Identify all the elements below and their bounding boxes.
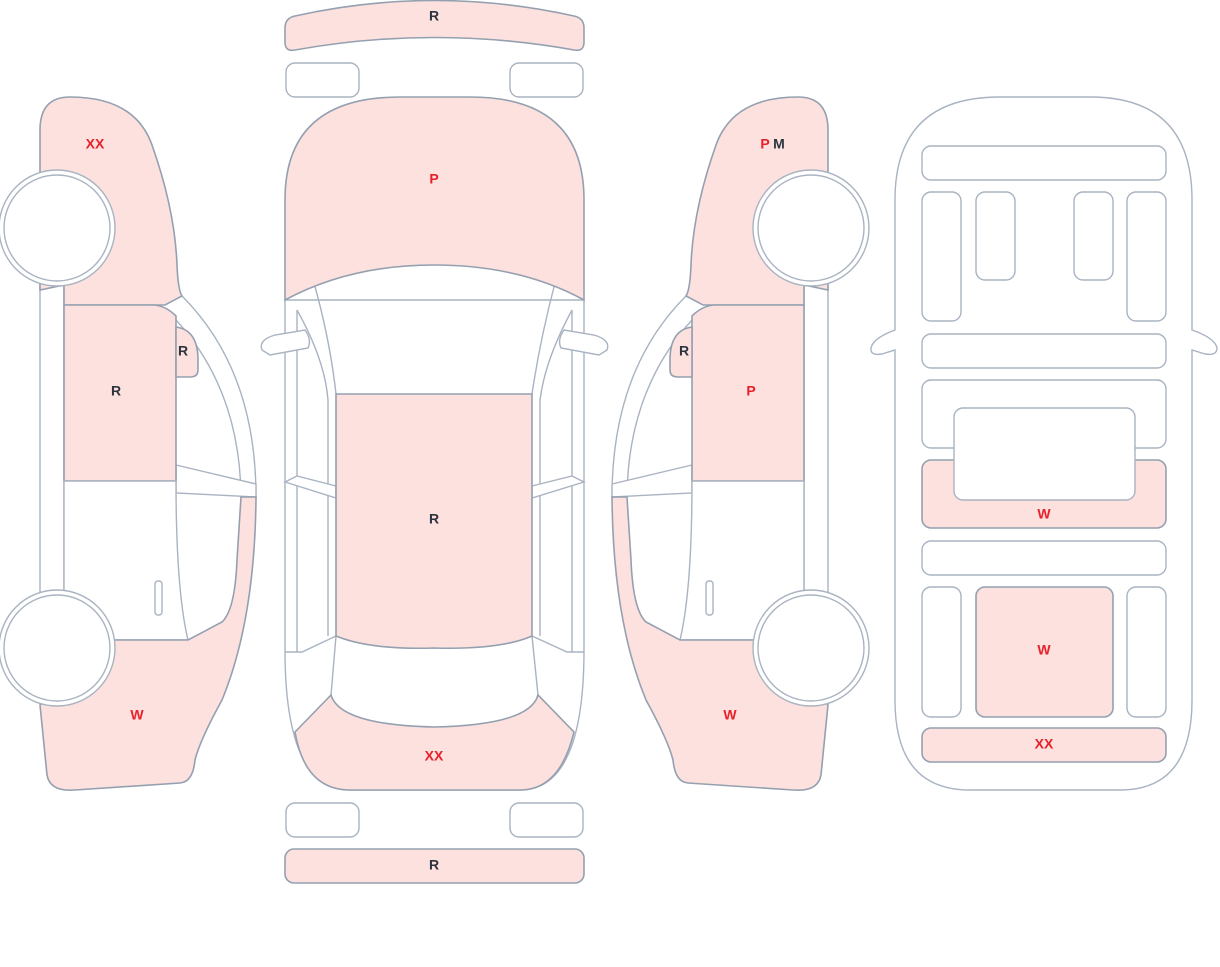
rear-bumper[interactable] [284,848,585,884]
panel[interactable] [921,540,1167,576]
left-side-view [0,96,257,792]
right-front-fender-label-2: M [773,136,785,152]
right-rear-quarter-label: W [723,707,737,723]
left-front-door-label: R [111,383,121,399]
window-lines [296,309,573,636]
headlight-right [509,62,584,98]
front-bumper[interactable] [284,0,585,52]
rear-wheel [3,594,111,702]
rear-bumper-label: R [429,857,439,873]
top-view [260,0,609,884]
rear-center-panel-label: W [1037,642,1051,658]
panel[interactable] [1126,586,1167,718]
trunk-label: XX [425,748,444,764]
hood[interactable] [284,96,585,302]
mirror-right[interactable] [558,329,609,356]
front-wheel [3,174,111,282]
rear-quarter-panel[interactable] [39,496,257,792]
center-panel[interactable] [953,407,1136,501]
panel[interactable] [975,191,1016,281]
a-pillar-outline [181,295,257,498]
door-handle[interactable] [154,580,163,616]
panel[interactable] [921,145,1167,181]
right-side-view [611,96,870,792]
panel[interactable] [921,586,962,718]
front-door[interactable] [63,304,177,482]
left-mirror-label: R [178,343,188,359]
mirror-left[interactable] [260,329,311,356]
left-rear-quarter-label: W [130,707,144,723]
rear-center-panel[interactable] [975,586,1114,718]
rear-panel[interactable] [921,727,1167,763]
underbody-view [870,96,1218,791]
left-front-fender-label: XX [86,136,105,152]
taillight-right [509,802,584,838]
right-mirror-label: R [679,343,689,359]
side-mirror[interactable] [175,326,199,378]
roof[interactable] [335,393,533,650]
taillight-left [285,802,360,838]
middle-panel-label: W [1037,506,1051,522]
rear-panel-label: XX [1035,736,1054,752]
hood-label: P [429,171,438,187]
panel[interactable] [921,333,1167,369]
panel[interactable] [1073,191,1114,281]
b-pillar [175,464,257,498]
pillar-lines [313,282,556,696]
trunk[interactable] [294,693,575,791]
panel[interactable] [921,191,962,322]
front-bumper-label: R [429,8,439,24]
side-sill [39,279,65,601]
right-front-door-label: P [746,383,755,399]
panel[interactable] [1126,191,1167,322]
roof-label: R [429,511,439,527]
headlight-left [285,62,360,98]
right-front-fender-label-1: P [760,136,769,152]
